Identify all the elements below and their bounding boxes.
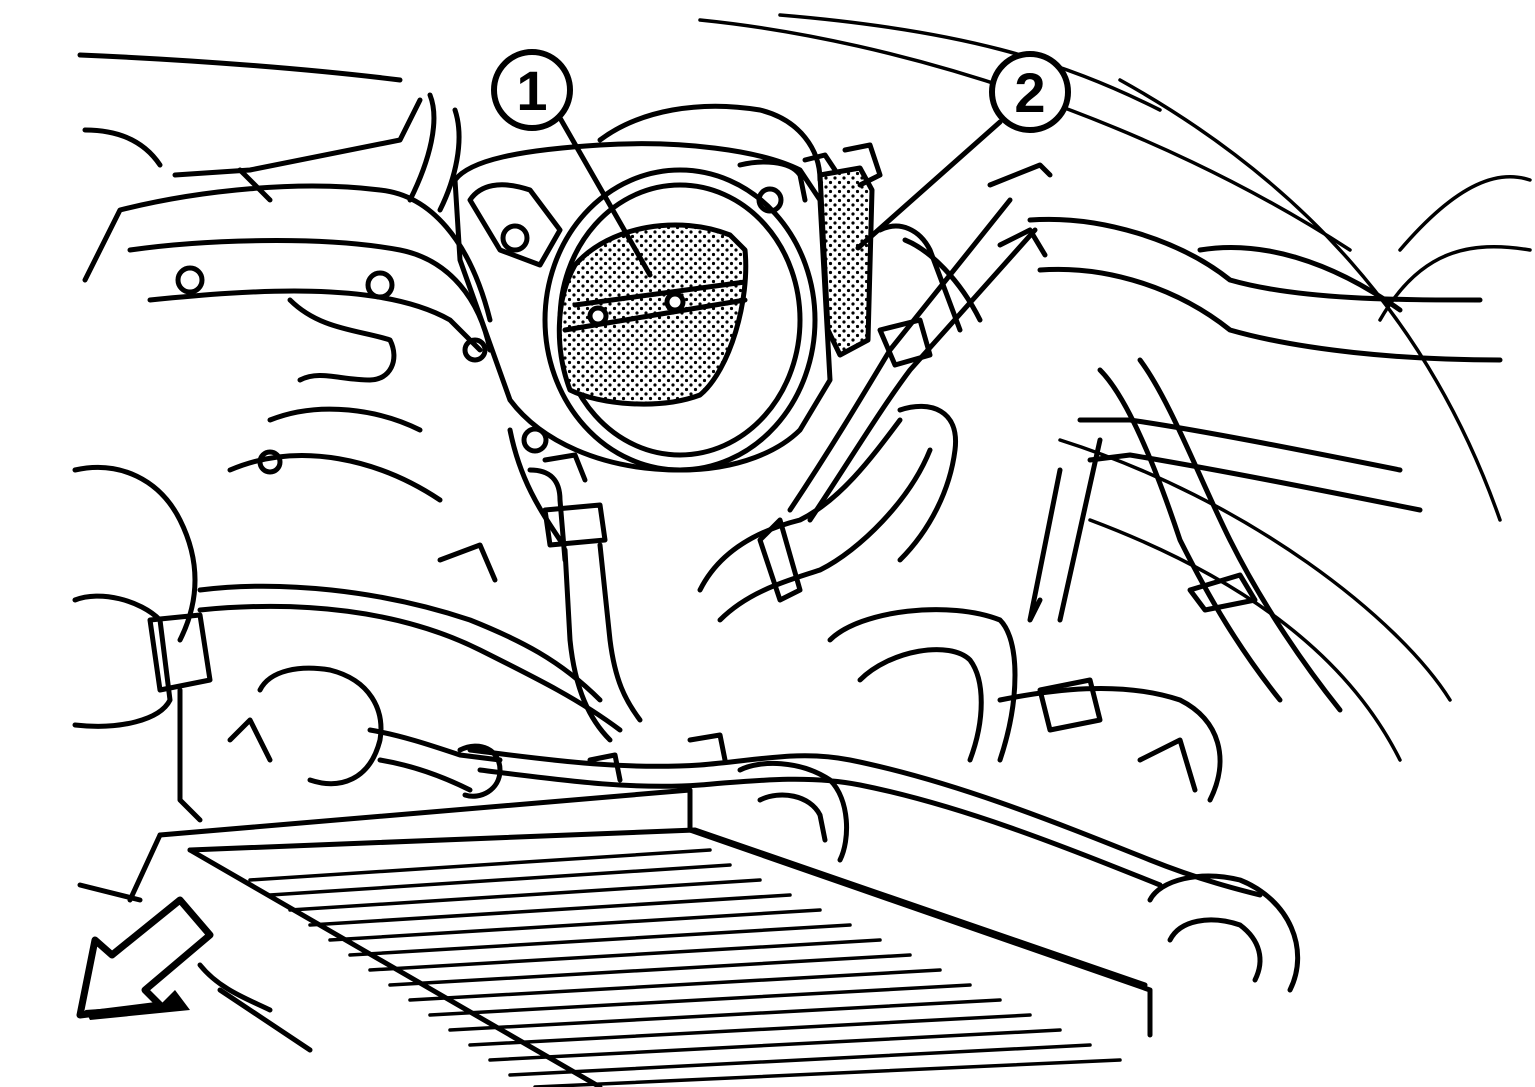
- wiring-harness: [467, 732, 1301, 993]
- throttle-body: [452, 103, 833, 543]
- callout-1-label: 1: [516, 59, 547, 122]
- radiator: [77, 787, 1153, 1087]
- callout-2: 2: [855, 51, 1071, 251]
- front-arrow-icon: [76, 896, 214, 1020]
- callout-2-label: 2: [1014, 61, 1045, 124]
- callout-1: 1: [491, 49, 653, 278]
- throttle-plate: [556, 222, 749, 407]
- radiator-fins: [248, 848, 1122, 1087]
- hoses: [527, 162, 1503, 803]
- intake-manifold-left: [77, 52, 493, 503]
- throttle-position-area: [802, 142, 883, 358]
- lower-left-components: [72, 464, 623, 823]
- background-contours: [698, 13, 1532, 762]
